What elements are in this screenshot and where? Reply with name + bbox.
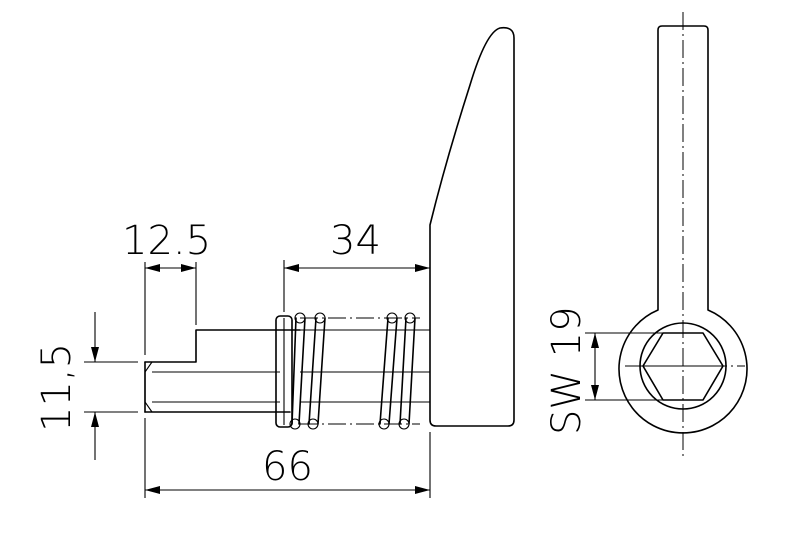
dim-text-shaft-diameter: 11,5	[34, 343, 80, 432]
wedge-body	[429, 26, 515, 427]
dim-text-hex-size: SW 19	[544, 306, 590, 435]
dimension-shaft-diameter: 11,5	[34, 312, 138, 460]
dimension-spring-length: 34	[283, 218, 430, 312]
dim-text-spring-length: 34	[330, 218, 381, 264]
lever-front-view	[618, 12, 748, 460]
dimension-overall-length: 66	[144, 418, 431, 498]
compression-spring	[289, 312, 420, 430]
dim-text-overall-length: 66	[262, 444, 313, 490]
spring-collar	[275, 315, 293, 428]
dimension-hex-size: SW 19	[544, 306, 663, 435]
pin-shaft	[144, 329, 430, 413]
dim-text-top-offset: 12.5	[122, 218, 211, 264]
dimension-top-offset: 12.5	[122, 218, 211, 355]
